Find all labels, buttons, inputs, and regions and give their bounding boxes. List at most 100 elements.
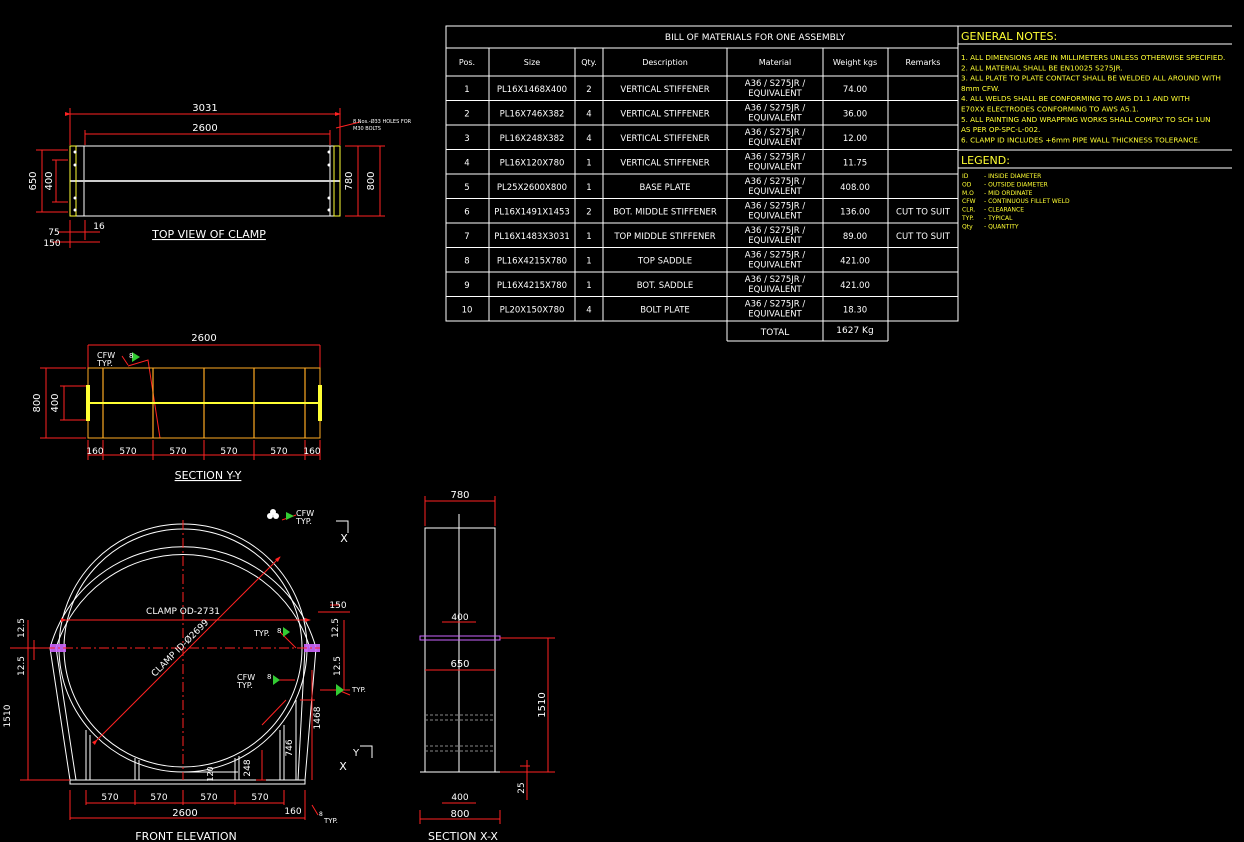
bom-cell: 89.00 — [843, 232, 867, 242]
top-view-dim-400: 400 — [44, 171, 55, 190]
front-elevation-weld-size-1: 8 — [277, 627, 281, 635]
general-note-line: 2. ALL MATERIAL SHALL BE EN10025 S275JR. — [961, 63, 1123, 72]
bom-cell: CUT TO SUIT — [896, 232, 951, 242]
section-xx-dim-1510: 1510 — [537, 692, 548, 717]
general-note-line: 1. ALL DIMENSIONS ARE IN MILLIMETERS UNL… — [961, 53, 1225, 62]
bom-cell: 1 — [586, 159, 591, 169]
bom-cell: PL16X746X382 — [500, 110, 565, 120]
legend-meaning: - CONTINUOUS FILLET WELD — [984, 198, 1070, 205]
legend-abbr: CFW — [962, 198, 976, 205]
bom-cell: 1 — [586, 257, 591, 267]
general-note-line: 8mm CFW. — [961, 84, 1000, 93]
section-yy-cfw: CFW — [97, 351, 115, 360]
bom-cell: BOLT PLATE — [640, 306, 690, 316]
bom-cell: 7 — [464, 232, 469, 242]
bom-cell-material: A36 / S275JR /EQUIVALENT — [745, 226, 806, 246]
top-view-dim-780: 780 — [344, 171, 355, 190]
front-elevation-dim-125-c: 12.5 — [331, 618, 341, 638]
general-note-line: 6. CLAMP ID INCLUDES +6mm PIPE WALL THIC… — [961, 135, 1200, 144]
bom-cell: 421.00 — [840, 281, 870, 291]
bom-cell: 11.75 — [843, 159, 867, 169]
bom-header-cell: Size — [524, 58, 541, 67]
bom-cell: 74.00 — [843, 85, 867, 95]
section-xx-dim-400-bot: 400 — [451, 793, 468, 803]
front-elevation-bottom-dim: 570 — [200, 793, 217, 803]
bom-cell: VERTICAL STIFFENER — [620, 159, 709, 169]
bom-title: BILL OF MATERIALS FOR ONE ASSEMBLY — [665, 33, 846, 43]
legend-meaning: - CLEARANCE — [984, 207, 1024, 214]
bom-header-cell: Material — [759, 58, 792, 67]
bom-cell: PL16X4215X780 — [497, 257, 567, 267]
legend-meaning: - TYPICAL — [984, 215, 1013, 222]
legend-abbr: OD — [962, 181, 972, 188]
bill-of-materials-table — [445, 25, 959, 342]
front-elevation-dim-120: 120 — [206, 766, 215, 781]
bom-cell: 1 — [586, 183, 591, 193]
bom-header-cell: Description — [642, 58, 688, 67]
front-elevation-cfw-mid: CFW — [237, 673, 255, 682]
section-yy-weld-size: 8 — [129, 352, 133, 360]
general-note-line: 4. ALL WELDS SHALL BE CONFORMING TO AWS … — [961, 94, 1190, 103]
front-elevation-dim-125-a: 12.5 — [17, 618, 27, 638]
general-note-line: 3. ALL PLATE TO PLATE CONTACT SHALL BE W… — [961, 74, 1221, 83]
bom-cell: 12.00 — [843, 134, 867, 144]
bom-cell: 4 — [586, 306, 591, 316]
top-view-bolt-note-line1: 8 Nos.-Ø33 HOLES FOR — [353, 118, 412, 125]
legend-meaning: - QUANTITY — [984, 223, 1019, 230]
bom-cell: 10 — [462, 306, 473, 316]
bom-cell-material: A36 / S275JR /EQUIVALENT — [745, 275, 806, 295]
front-elevation-dim-125-b: 12.5 — [17, 656, 27, 676]
bom-cell-material: A36 / S275JR /EQUIVALENT — [745, 153, 806, 173]
bom-cell: 1 — [586, 281, 591, 291]
front-elevation-dim-150: 150 — [329, 601, 346, 611]
front-elevation-dim-248: 248 — [243, 759, 253, 776]
bom-cell-material: A36 / S275JR /EQUIVALENT — [745, 300, 806, 320]
legend-abbr: M.O — [962, 190, 974, 197]
bom-cell: 421.00 — [840, 257, 870, 267]
top-view-dim-length: 2600 — [192, 123, 217, 134]
front-elevation-dim-1510: 1510 — [3, 704, 13, 727]
bom-cell-material: A36 / S275JR /EQUIVALENT — [745, 202, 806, 222]
section-yy-dim-length: 2600 — [191, 333, 216, 344]
bom-header-cell: Remarks — [906, 58, 941, 67]
section-xx-dim-650: 650 — [450, 659, 469, 670]
bom-cell: 4 — [586, 134, 591, 144]
bom-cell: PL16X1483X3031 — [494, 232, 570, 242]
bom-cell: PL20X150X780 — [500, 306, 565, 316]
general-notes-title: GENERAL NOTES: — [961, 30, 1057, 43]
general-notes-panel — [957, 25, 1232, 321]
bom-cell: 3 — [464, 134, 469, 144]
section-yy-bottom-dim: 160 — [86, 447, 103, 457]
bom-cell: 6 — [464, 208, 469, 218]
legend-title: LEGEND: — [961, 154, 1010, 167]
front-elevation-weld-size-2: 8 — [267, 673, 271, 681]
bom-cell: 136.00 — [840, 208, 870, 218]
bom-cell: TOP SADDLE — [637, 257, 692, 267]
top-view-dim-75: 75 — [48, 228, 59, 238]
bom-cell: PL16X120X780 — [500, 159, 565, 169]
bom-cell: VERTICAL STIFFENER — [620, 134, 709, 144]
legend-meaning: - OUTSIDE DIAMETER — [984, 181, 1048, 188]
section-yy-bottom-dim: 570 — [220, 447, 237, 457]
top-view-dim-650: 650 — [28, 171, 39, 190]
front-elevation-clamp-od: CLAMP OD-2731 — [146, 607, 220, 617]
bom-cell-material: A36 / S275JR /EQUIVALENT — [745, 128, 806, 148]
top-view-title: TOP VIEW OF CLAMP — [151, 228, 266, 241]
bom-cell: 18.30 — [843, 306, 867, 316]
bom-cell: PL16X1491X1453 — [494, 208, 570, 218]
top-view-dim-150: 150 — [43, 239, 60, 249]
bom-cell: 5 — [464, 183, 469, 193]
bom-cell: 4 — [586, 110, 591, 120]
bom-cell: 2 — [464, 110, 469, 120]
bom-cell-material: A36 / S275JR /EQUIVALENT — [745, 251, 806, 271]
bom-cell: BOT. SADDLE — [637, 281, 694, 291]
